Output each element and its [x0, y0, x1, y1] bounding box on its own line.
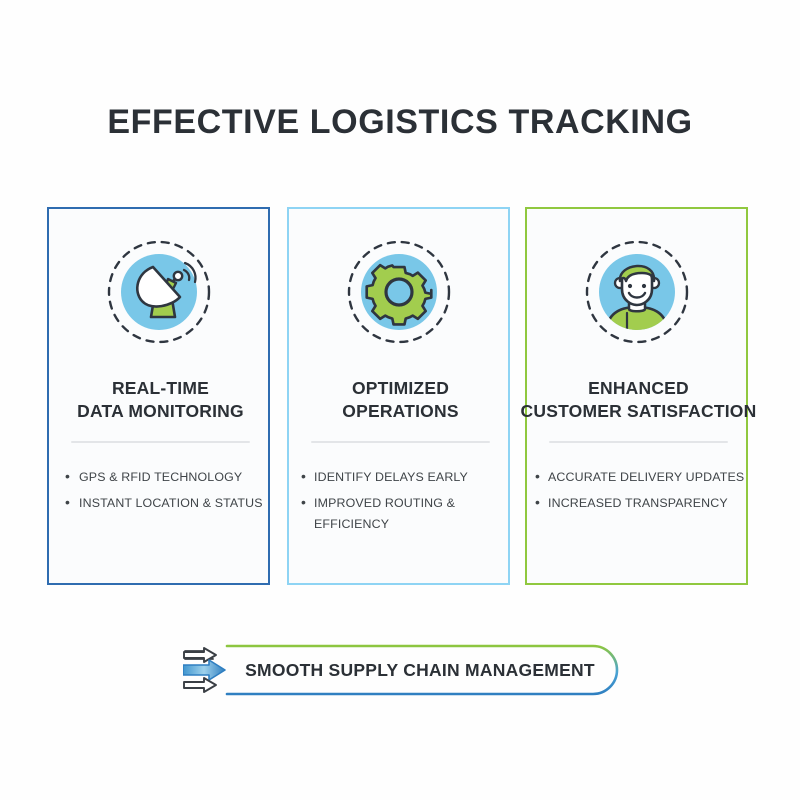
card-divider — [311, 441, 490, 443]
card-bullets: GPS & RFID TECHNOLOGY INSTANT LOCATION &… — [63, 466, 273, 519]
card-bullets: ACCURATE DELIVERY UPDATES INCREASED TRAN… — [533, 466, 755, 519]
card-title: REAL-TIME DATA MONITORING — [77, 378, 244, 421]
card-bullets: IDENTIFY DELAYS EARLY IMPROVED ROUTING &… — [299, 466, 509, 540]
card-optimized-operations[interactable]: OPTIMIZED OPERATIONS IDENTIFY DELAYS EAR… — [287, 207, 510, 585]
list-item: INCREASED TRANSPARENCY — [533, 492, 755, 514]
list-item: IMPROVED ROUTING & EFFICIENCY — [299, 492, 509, 535]
gear-icon — [346, 239, 452, 345]
arrow-outline-top — [183, 647, 217, 663]
card-enhanced-customer-satisfaction[interactable]: ENHANCED CUSTOMER SATISFACTION ACCURATE … — [521, 207, 756, 585]
list-item: GPS & RFID TECHNOLOGY — [63, 466, 273, 488]
card-real-time-data-monitoring[interactable]: REAL-TIME DATA MONITORING GPS & RFID TEC… — [47, 207, 270, 585]
list-item: ACCURATE DELIVERY UPDATES — [533, 466, 755, 488]
card-title: OPTIMIZED OPERATIONS — [342, 378, 459, 421]
customer-avatar-icon — [584, 239, 690, 345]
banner-graphic — [183, 644, 619, 696]
card-divider — [549, 441, 728, 443]
banner-label: SMOOTH SUPPLY CHAIN MANAGEMENT — [245, 659, 595, 680]
arrow-outline-bottom — [183, 677, 217, 693]
cards-row: REAL-TIME DATA MONITORING GPS & RFID TEC… — [0, 207, 800, 585]
satellite-dish-icon — [106, 239, 212, 345]
page-title: EFFECTIVE LOGISTICS TRACKING — [107, 103, 693, 141]
arrow-filled-middle — [183, 659, 226, 681]
list-item: IDENTIFY DELAYS EARLY — [299, 466, 509, 488]
card-title: ENHANCED CUSTOMER SATISFACTION — [520, 378, 757, 421]
summary-banner[interactable]: SMOOTH SUPPLY CHAIN MANAGEMENT — [183, 642, 623, 698]
list-item: INSTANT LOCATION & STATUS — [63, 492, 273, 514]
card-divider — [71, 441, 250, 443]
